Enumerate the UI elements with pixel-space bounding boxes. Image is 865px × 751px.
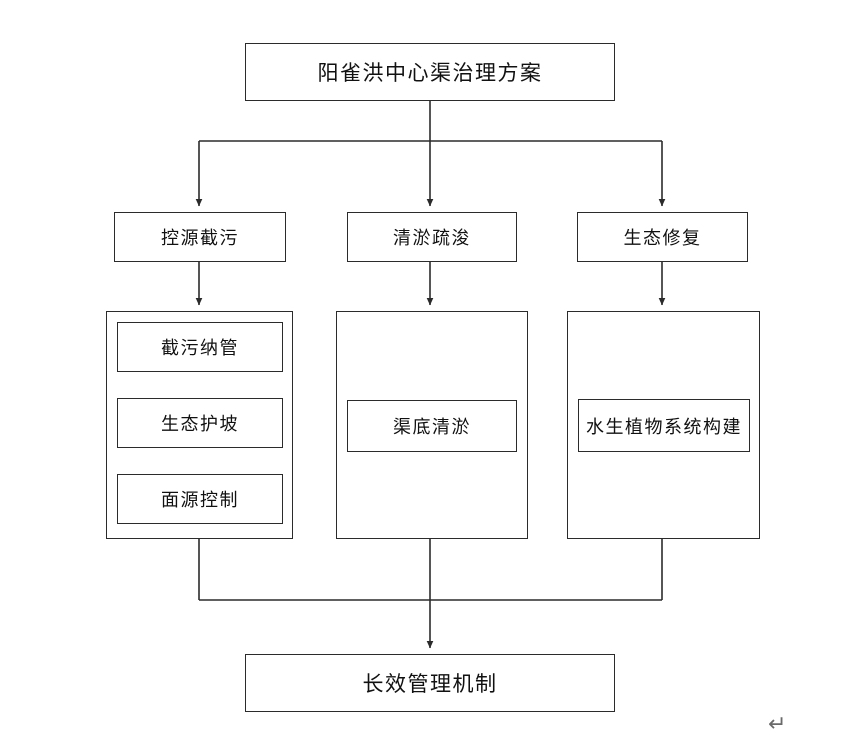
leaf-node-aquatic-plant-system[interactable]: 水生植物系统构建 [578, 399, 750, 452]
branch-node-eco-restoration[interactable]: 生态修复 [577, 212, 748, 262]
leaf-node-channel-bed-dredging[interactable]: 渠底清淤 [347, 400, 517, 452]
footer-node-long-term-management[interactable]: 长效管理机制 [245, 654, 615, 712]
leaf-node-eco-slope[interactable]: 生态护坡 [117, 398, 283, 448]
paragraph-return-icon: ↵ [768, 712, 787, 737]
leaf-node-nonpoint-source-control[interactable]: 面源控制 [117, 474, 283, 524]
branch-node-dredging[interactable]: 清淤疏浚 [347, 212, 517, 262]
leaf-node-sewage-interception[interactable]: 截污纳管 [117, 322, 283, 372]
branch-node-control-pollution[interactable]: 控源截污 [114, 212, 286, 262]
root-node[interactable]: 阳雀洪中心渠治理方案 [245, 43, 615, 101]
